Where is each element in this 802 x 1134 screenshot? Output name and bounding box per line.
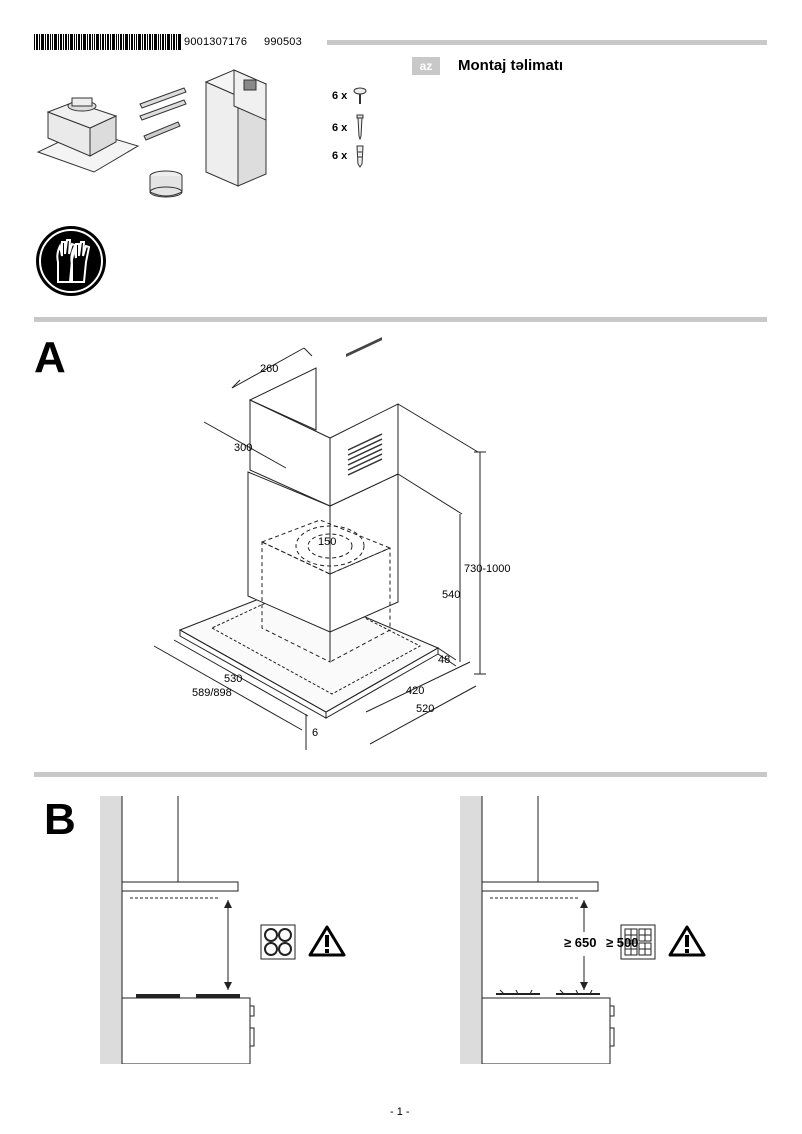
warning-icon [668,925,706,957]
language-badge: az [412,57,440,75]
wood-screw-icon [356,114,364,140]
clearance-drawing-electric [100,796,255,1064]
barcode-graphic [34,34,181,50]
dim-height-range: 730-1000 [464,563,511,575]
gas-hob-icon [620,924,656,960]
page-number: - 1 - [390,1106,410,1118]
section-letter-b: B [44,795,76,844]
electric-hob-icon [260,924,296,960]
dim-outlet-diameter: 150 [318,536,336,548]
parts-illustration [36,69,268,198]
barcode-number: 9001307176 [184,36,248,48]
hood-dimension-drawing: 260 300 150 730-1000 540 48 530 589/898 … [153,337,511,750]
section-rule-mid [34,772,767,777]
dim-hood-height: 540 [442,589,460,601]
clearance-drawing-gas [460,796,615,1064]
dim-chimney-depth: 260 [260,363,278,375]
part-quantity: 6 x [332,150,348,162]
barcode [34,34,182,50]
part-quantity: 6 x [332,122,348,134]
clearance-gas-label: ≥ 500 [606,935,639,950]
dim-inner-width: 530 [224,673,242,685]
dim-edge: 6 [312,727,318,739]
warning-icon [308,925,346,957]
page-title: Montaj təlimatı [458,57,564,74]
wall-plug-icon [356,145,364,168]
dim-canopy-thickness: 48 [438,654,450,666]
dim-outer-width: 589/898 [192,687,232,699]
screw-icon [353,87,367,104]
section-letter-a: A [34,333,66,382]
header-rule [327,40,767,45]
section-rule-top [34,317,767,322]
dim-chimney-width: 300 [234,442,252,454]
clearance-electric-label: ≥ 650 [564,935,597,950]
part-quantity: 6 x [332,90,348,102]
dim-inner-depth: 420 [406,685,424,697]
doc-code: 990503 [264,36,302,48]
dim-outer-depth: 520 [416,703,434,715]
gloves-icon [36,226,106,296]
